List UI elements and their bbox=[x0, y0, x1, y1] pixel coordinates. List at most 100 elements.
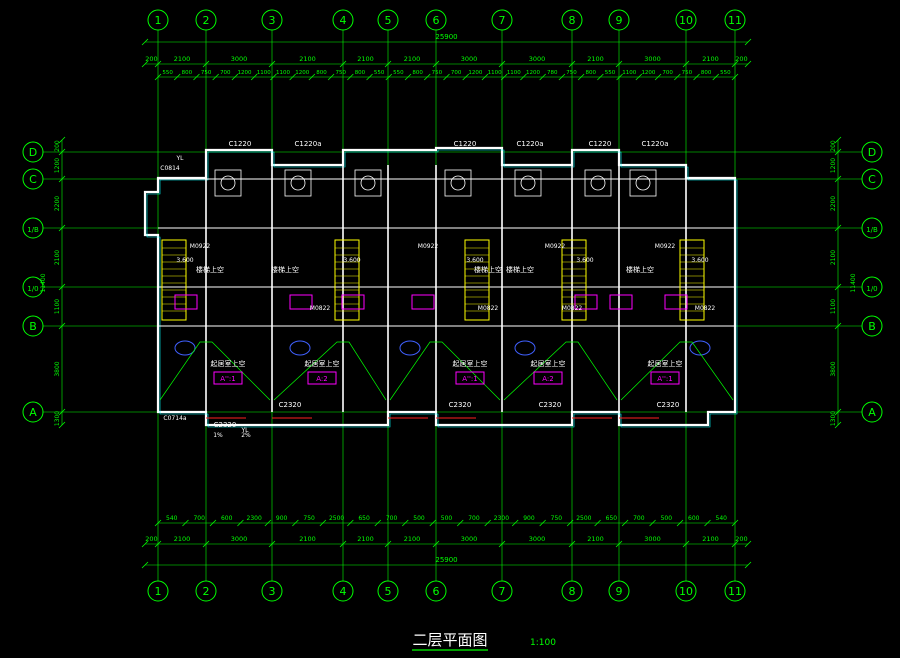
dim-left-label: 1100 bbox=[54, 299, 61, 314]
dim-top-detail-tick bbox=[731, 73, 739, 81]
dim-top-axis-tick bbox=[339, 60, 347, 68]
dim-left-total: 11400 bbox=[40, 273, 47, 292]
dim-top-axis-tick bbox=[202, 60, 210, 68]
axis-label: 11 bbox=[728, 585, 742, 598]
equipment-block bbox=[411, 294, 435, 310]
misc-label: 1% bbox=[213, 432, 223, 439]
axis-bubble bbox=[491, 9, 513, 31]
dim-top-detail-label: 800 bbox=[412, 70, 423, 76]
dim-bottom-detail-label: 900 bbox=[523, 515, 535, 522]
dim-top-detail-label: 750 bbox=[682, 70, 693, 76]
axis-label: 3 bbox=[269, 585, 276, 598]
dim-left-tick bbox=[58, 283, 66, 291]
roof-slope-line bbox=[389, 341, 501, 401]
dim-top-detail-label: 1100 bbox=[622, 70, 636, 76]
axis-bubble bbox=[332, 580, 354, 602]
dim-bottom-axis-tick bbox=[498, 540, 506, 548]
dim-top-detail-label: 550 bbox=[605, 70, 616, 76]
stair-level: 3.600 bbox=[343, 257, 360, 264]
dim-top-axis-label: 200 bbox=[145, 55, 157, 63]
unit-tag-box bbox=[533, 371, 563, 385]
dim-top-detail-tick bbox=[635, 73, 643, 81]
dim-top-axis-tick bbox=[731, 60, 739, 68]
axis-label: C bbox=[29, 173, 37, 186]
dim-bottom-detail-label: 900 bbox=[276, 515, 288, 522]
axis-bubble bbox=[425, 9, 447, 31]
axis-bubble bbox=[377, 9, 399, 31]
room-label-living: 起居室上空 bbox=[648, 359, 683, 368]
axis-label: 8 bbox=[569, 14, 576, 27]
drawing-title: 二层平面图 bbox=[412, 631, 487, 649]
dim-bottom-detail-tick bbox=[704, 519, 711, 527]
dim-top-axis-tick bbox=[682, 60, 690, 68]
dim-bottom-axis-label: 2100 bbox=[299, 535, 316, 543]
dim-top-detail-label: 700 bbox=[662, 70, 673, 76]
dim-top-detail-tick bbox=[597, 73, 604, 81]
dim-right-label: 2100 bbox=[830, 250, 837, 265]
dim-top-detail-label: 1200 bbox=[295, 70, 309, 76]
dim-top-detail-label: 800 bbox=[316, 70, 327, 76]
dim-left-label: 2100 bbox=[54, 250, 61, 265]
window-tag-top: C1220 bbox=[454, 140, 477, 148]
dim-right-tick bbox=[834, 408, 842, 416]
dim-top-axis-label: 3000 bbox=[529, 55, 546, 63]
wc-fixture bbox=[214, 169, 242, 197]
dim-top-axis-label: 3000 bbox=[461, 55, 478, 63]
dim-bottom-detail-tick bbox=[292, 519, 299, 527]
axis-bubble bbox=[22, 276, 44, 298]
room-label-living: 起居室上空 bbox=[211, 359, 246, 368]
dim-top-detail-tick bbox=[443, 73, 450, 81]
axis-bubble bbox=[195, 9, 217, 31]
dim-bottom-axis-tick bbox=[384, 540, 392, 548]
axis-bubble bbox=[22, 168, 44, 190]
axis-label: D bbox=[868, 146, 876, 159]
axis-label: 2 bbox=[203, 14, 210, 27]
wc-fixture bbox=[284, 169, 312, 197]
axis-bubble bbox=[147, 9, 169, 31]
axis-label: 6 bbox=[433, 585, 440, 598]
misc-label: YL bbox=[240, 427, 249, 434]
stair-outline bbox=[679, 239, 705, 321]
axis-bubble bbox=[675, 9, 697, 31]
axis-bubble bbox=[724, 580, 746, 602]
dim-bottom-axis-label: 2100 bbox=[357, 535, 374, 543]
section-marker bbox=[174, 340, 196, 356]
dim-right-total: 11400 bbox=[850, 273, 857, 292]
unit-tag-box bbox=[455, 371, 485, 385]
axis-label: 9 bbox=[616, 14, 623, 27]
dim-bottom-detail-tick bbox=[319, 519, 327, 527]
wc-bowl bbox=[290, 175, 306, 191]
dim-top-overall-label: 25900 bbox=[435, 33, 457, 41]
dim-top-detail-tick bbox=[193, 73, 200, 81]
room-label-stair: 楼梯上空 bbox=[506, 265, 534, 274]
axis-bubble bbox=[561, 580, 583, 602]
axis-bubble bbox=[861, 168, 883, 190]
axis-bubble bbox=[724, 9, 746, 31]
axis-bubble bbox=[608, 9, 630, 31]
dim-bottom-overall-label: 25900 bbox=[435, 556, 457, 564]
unit-tag: A'':1 bbox=[213, 371, 243, 385]
dim-bottom-detail-tick bbox=[209, 519, 217, 527]
dim-top-axis-tick bbox=[154, 60, 162, 68]
dim-top-detail-label: 700 bbox=[451, 70, 462, 76]
stair-outline bbox=[561, 239, 587, 321]
section-marker bbox=[689, 340, 711, 356]
wc-fixture bbox=[584, 169, 612, 197]
axis-bubble bbox=[561, 9, 583, 31]
dim-top-detail-label: 750 bbox=[201, 70, 212, 76]
dim-top-detail-tick bbox=[327, 73, 335, 81]
equipment-block bbox=[289, 294, 313, 310]
door-tag: M0922 bbox=[545, 243, 566, 250]
dim-bottom-detail-label: 700 bbox=[468, 515, 480, 522]
dim-top-detail-label: 750 bbox=[432, 70, 443, 76]
wc-bowl bbox=[520, 175, 536, 191]
dim-bottom-detail-tick bbox=[429, 519, 437, 527]
axis-label: 10 bbox=[679, 585, 693, 598]
unit-tag: A'':1 bbox=[650, 371, 680, 385]
dim-top-detail-label: 1100 bbox=[488, 70, 502, 76]
dim-top-axis-label: 2100 bbox=[357, 55, 374, 63]
axis-label: 1 bbox=[155, 14, 162, 27]
dim-right-label: 3800 bbox=[830, 361, 837, 376]
dim-top-detail-label: 800 bbox=[701, 70, 712, 76]
